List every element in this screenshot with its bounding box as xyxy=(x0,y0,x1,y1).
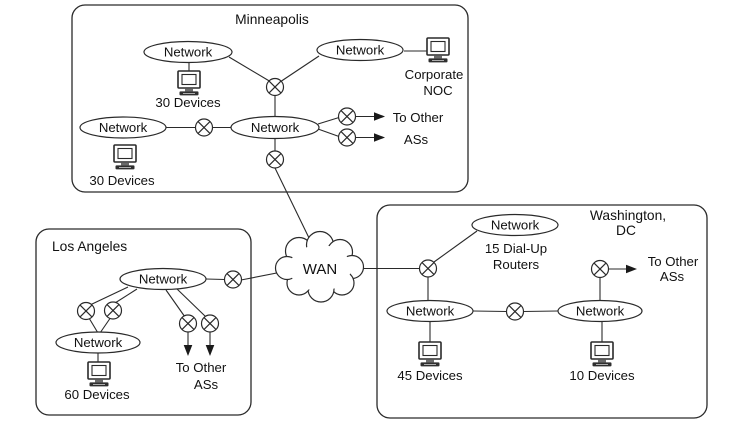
network-node-msp-topright: Network xyxy=(316,38,404,62)
network-ellipse xyxy=(143,40,233,64)
router-icon xyxy=(418,259,438,278)
dialup-routers-label: Routers xyxy=(493,257,540,272)
network-node-msp-topleft: Network xyxy=(143,40,233,64)
corporate-noc-label: Corporate xyxy=(405,67,464,82)
router-icon xyxy=(178,314,198,333)
network-label: Network xyxy=(251,120,300,135)
as-arrows xyxy=(183,112,637,356)
region-title-washington-dc: Washington, xyxy=(590,208,666,223)
routers xyxy=(76,77,610,333)
link-net-to-router xyxy=(205,278,226,281)
link-net-to-router xyxy=(165,289,186,318)
network-label: Network xyxy=(406,304,455,319)
router-icon xyxy=(200,314,220,333)
computer-icon xyxy=(426,37,450,63)
dialup-routers-label: 15 Dial-Up xyxy=(485,241,547,256)
to-other-as-label: To Other xyxy=(648,254,699,269)
to-other-as-label: To Other xyxy=(176,360,227,375)
devices-label: 60 Devices xyxy=(64,387,130,402)
link-net-to-router xyxy=(279,55,320,83)
to-other-as-label: To Other xyxy=(393,110,444,125)
arrowhead-icon xyxy=(626,264,637,274)
region-title-washington-dc: DC xyxy=(616,223,636,238)
link-router-to-net xyxy=(522,310,559,313)
link-router-to-net xyxy=(99,316,112,334)
arrowhead-icon xyxy=(374,133,385,142)
link-net-to-router xyxy=(175,287,207,318)
link-net-to-router xyxy=(472,310,508,313)
link-net-to-router xyxy=(89,286,129,306)
link-router-to-net xyxy=(433,230,478,263)
link-router-to-net xyxy=(88,317,99,334)
arrowhead-icon xyxy=(183,345,193,356)
router-icon xyxy=(505,302,525,321)
router-icon xyxy=(590,259,610,279)
region-title-minneapolis: Minneapolis xyxy=(235,12,309,27)
network-node-dc-top: Network xyxy=(471,213,559,237)
network-ellipse xyxy=(79,116,167,139)
computers xyxy=(87,37,614,387)
computer-icon xyxy=(113,144,137,170)
devices-label: 30 Devices xyxy=(155,95,221,110)
network-label: Network xyxy=(139,272,188,287)
network-node-dc-right: Network xyxy=(557,299,643,323)
network-label: Network xyxy=(336,43,385,58)
devices-label: 45 Devices xyxy=(397,368,463,383)
network-ellipse xyxy=(471,213,559,237)
arrowhead-icon xyxy=(205,345,215,356)
computer-icon xyxy=(87,361,111,387)
network-ellipses: Network Network Network Network Network … xyxy=(55,38,643,354)
link-net-to-router xyxy=(317,116,340,125)
cloud-body xyxy=(289,245,351,291)
network-label: Network xyxy=(74,335,123,350)
network-ellipse xyxy=(55,331,141,354)
network-node-msp-left: Network xyxy=(79,116,167,139)
router-icon xyxy=(337,128,357,147)
router-icon xyxy=(265,77,285,97)
region-title-los-angeles: Los Angeles xyxy=(52,239,127,254)
network-ellipse xyxy=(557,299,643,323)
router-icon xyxy=(103,301,123,320)
network-ellipse xyxy=(386,299,474,323)
router-icon xyxy=(265,150,285,169)
link-router-to-wan xyxy=(274,167,311,241)
computer-icon xyxy=(177,70,201,96)
network-node-dc-left: Network xyxy=(386,299,474,323)
network-node-msp-core: Network xyxy=(230,115,320,140)
link-net-to-router xyxy=(317,128,340,138)
computer-icon xyxy=(418,341,442,367)
router-icon xyxy=(76,301,96,321)
wan-cloud: WAN xyxy=(274,230,365,303)
network-ellipse xyxy=(119,267,207,291)
router-icon xyxy=(337,107,357,126)
link-net-to-router xyxy=(228,56,272,83)
network-label: Network xyxy=(164,45,213,60)
network-node-la-lower: Network xyxy=(55,331,141,354)
corporate-noc-label: NOC xyxy=(423,83,453,98)
link-net-to-router xyxy=(114,288,138,304)
network-label: Network xyxy=(576,304,625,319)
to-other-as-label: ASs xyxy=(660,269,685,284)
devices-label: 30 Devices xyxy=(89,173,155,188)
devices-label: 10 Devices xyxy=(569,368,635,383)
to-other-as-label: ASs xyxy=(194,377,219,392)
network-label: Network xyxy=(491,218,540,233)
computer-icon xyxy=(590,341,614,367)
wan-label: WAN xyxy=(303,261,337,278)
router-icon xyxy=(194,118,214,137)
to-other-as-label: ASs xyxy=(404,132,429,147)
network-ellipse xyxy=(316,38,404,62)
network-ellipse xyxy=(230,115,320,140)
labels: Minneapolis 30 Devices 30 Devices Corpor… xyxy=(52,12,699,402)
router-icon xyxy=(223,270,243,289)
arrowhead-icon xyxy=(374,112,385,121)
network-node-la-upper: Network xyxy=(119,267,207,291)
network-label: Network xyxy=(99,120,148,135)
